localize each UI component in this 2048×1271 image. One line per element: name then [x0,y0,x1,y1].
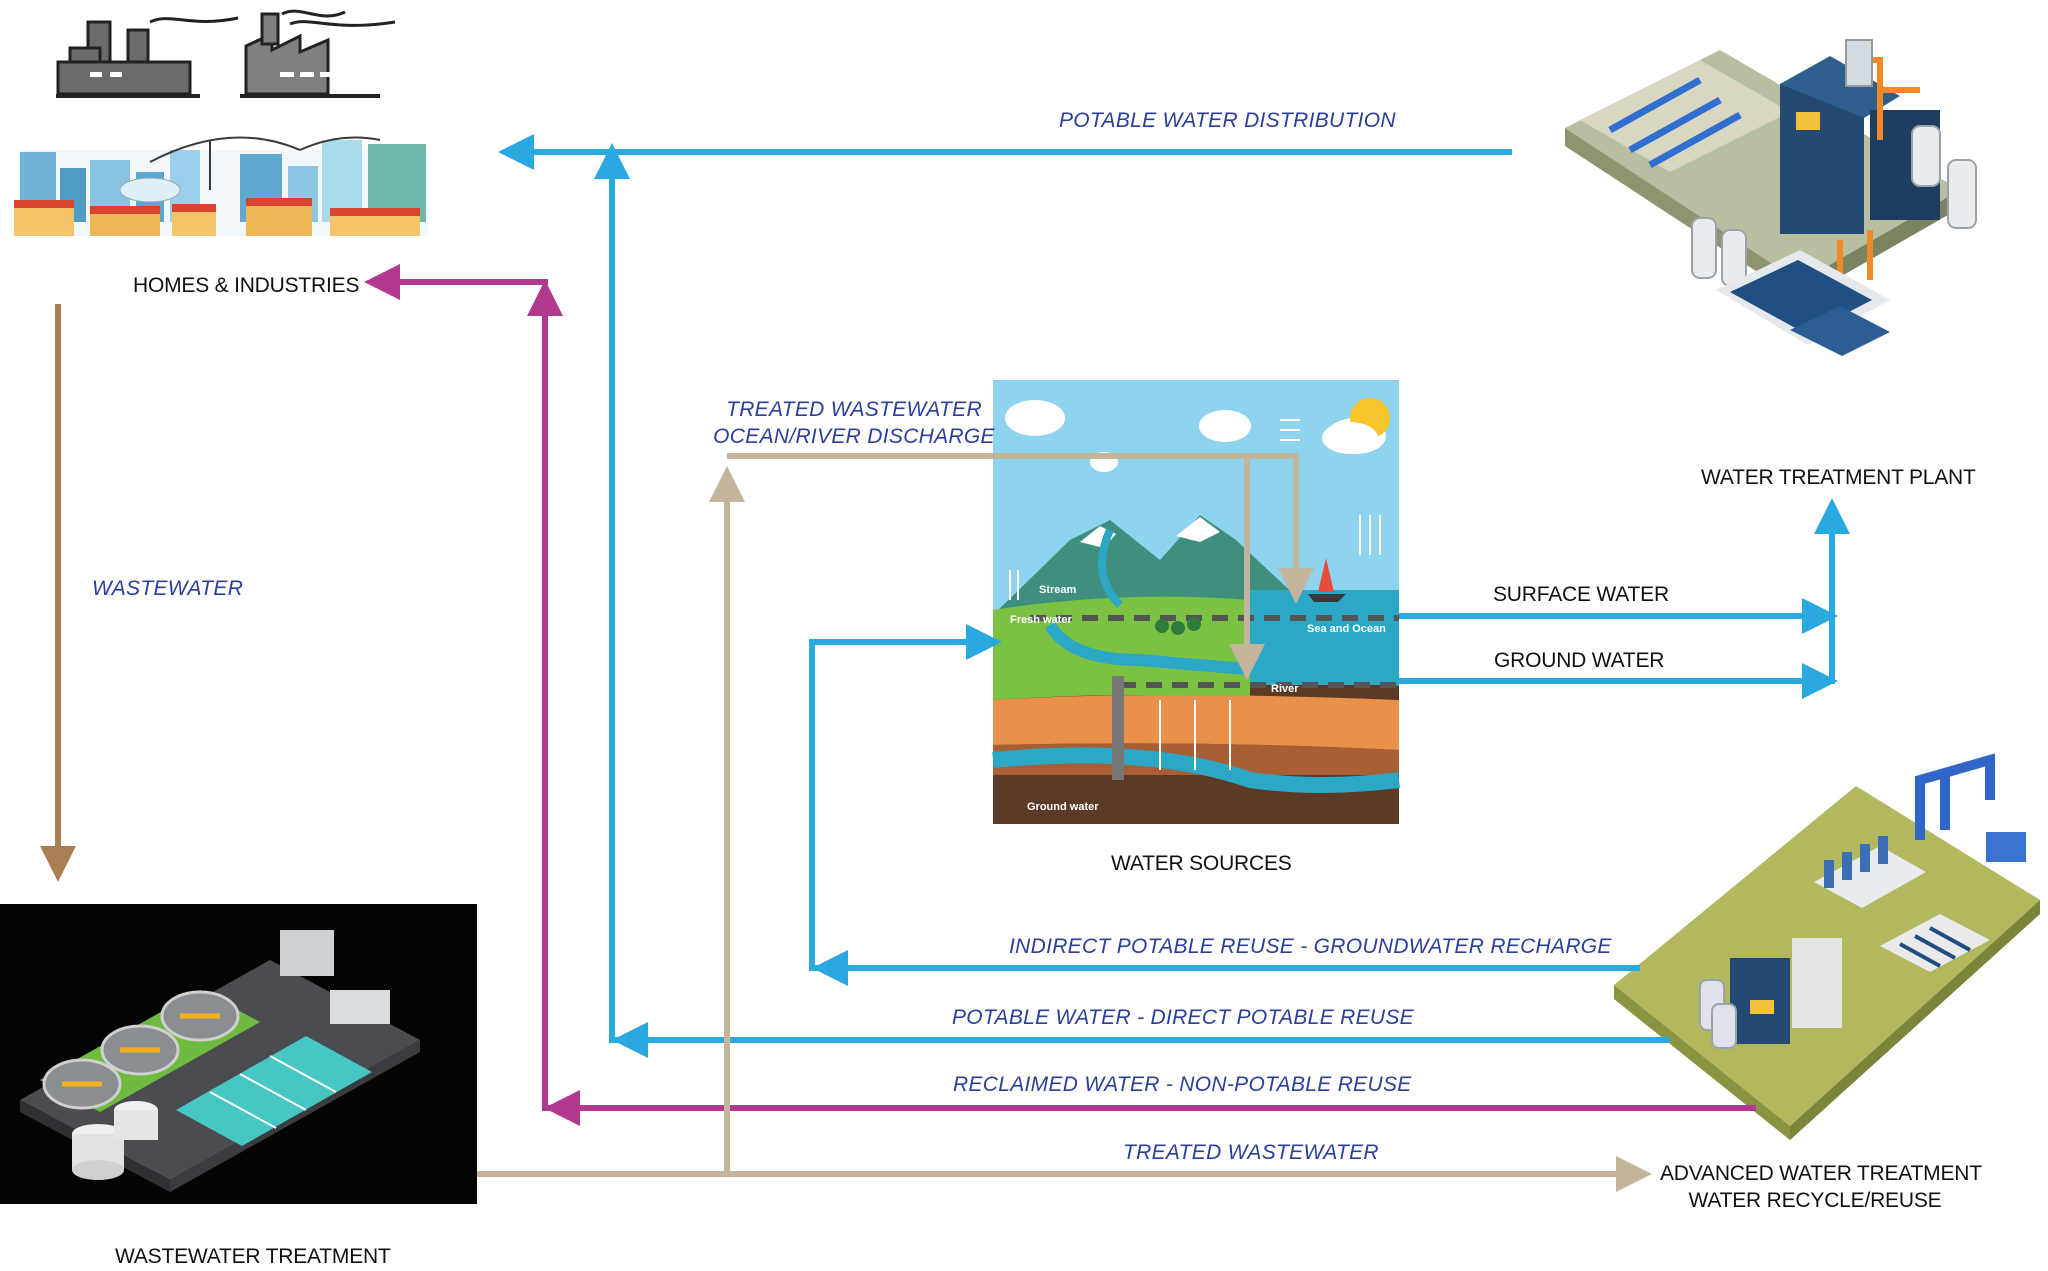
city-skyline-icon [14,136,428,236]
wastewater-treatment-image [0,904,477,1204]
potable-distribution-label: POTABLE WATER DISTRIBUTION [1059,109,1396,132]
ground-water-cycle-label: Ground water [1027,801,1099,813]
advanced-water-treatment-image [1614,753,2040,1140]
ocean-river-discharge-label: TREATED WASTEWATER OCEAN/RIVER DISCHARGE [712,396,996,450]
fresh-water-label: Fresh water [1010,614,1072,626]
water-treatment-plant-label: WATER TREATMENT PLANT [1701,466,1976,489]
water-sources-label: WATER SOURCES [1111,852,1292,875]
ocean-discharge-arrow [727,453,1314,604]
wastewater-label: WASTEWATER [92,577,244,600]
homes-industries-label: HOMES & INDUSTRIES [133,274,360,297]
stream-label: Stream [1039,584,1077,596]
ground-water-label: GROUND WATER [1494,649,1665,672]
direct-potable-reuse-label: POTABLE WATER - DIRECT POTABLE REUSE [952,1006,1414,1029]
ocean-river-discharge-line2: OCEAN/RIVER DISCHARGE [713,425,995,448]
advanced-water-treatment-label: ADVANCED WATER TREATMENT WATER RECYCLE/R… [1660,1160,1982,1214]
water-treatment-plant-image [1565,39,1977,356]
treated-wastewater-label: TREATED WASTEWATER [1123,1141,1379,1164]
advanced-water-treatment-line1: ADVANCED WATER TREATMENT [1660,1162,1982,1185]
wastewater-treatment-label: WASTEWATER TREATMENT [115,1245,391,1268]
advanced-water-treatment-line2: WATER RECYCLE/REUSE [1688,1189,1942,1212]
factory-icon [56,9,396,98]
water-cycle-illustration [992,380,1401,824]
indirect-potable-reuse-label: INDIRECT POTABLE REUSE - GROUNDWATER REC… [1009,935,1612,958]
surface-water-label: SURFACE WATER [1493,583,1669,606]
ocean-river-discharge-line1: TREATED WASTEWATER [726,398,982,421]
sea-ocean-label: Sea and Ocean [1307,623,1386,635]
river-label: River [1271,683,1299,695]
reclaimed-water-label: RECLAIMED WATER - NON-POTABLE REUSE [953,1073,1412,1096]
groundwater-recharge-arrow [809,624,1640,971]
